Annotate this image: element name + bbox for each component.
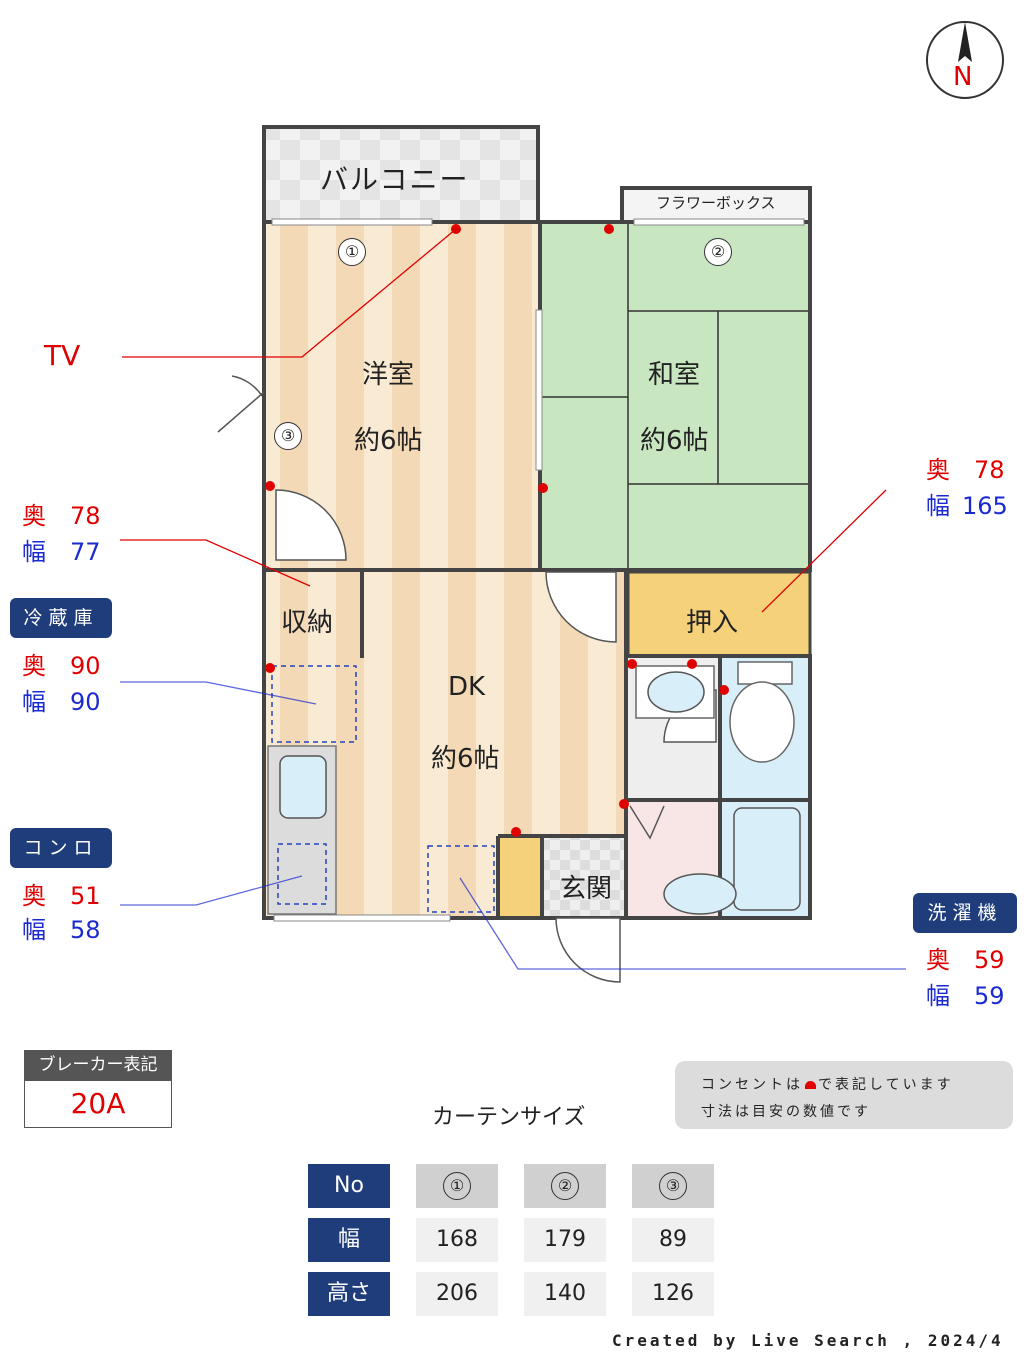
washer-tag: 洗濯機 — [913, 893, 1017, 933]
washbasin — [647, 671, 705, 713]
balcony-label: バルコニー — [320, 163, 470, 196]
curtain-width-cell: 179 — [524, 1218, 606, 1262]
western-room-size: 約6帖 — [354, 426, 423, 456]
closet-label: 押入 — [686, 608, 739, 638]
closet-depth-value: 78 — [974, 456, 1005, 484]
storage-depth-label: 奥 — [22, 502, 46, 530]
storage-depth-value: 78 — [70, 502, 101, 530]
footer-credit: Created by Live Search , 2024/4 — [612, 1331, 1004, 1350]
note-line1-a: コンセントは — [701, 1077, 803, 1093]
entrance — [544, 838, 626, 918]
storage-width-label: 幅 — [22, 538, 46, 566]
outlet-markers — [265, 224, 729, 837]
curtain-col-no: ③ — [632, 1164, 714, 1208]
note-line2: 寸法は目安の数値です — [701, 1104, 871, 1120]
curtain-col-no: ② — [524, 1164, 606, 1208]
floor-plan — [120, 21, 1004, 983]
fridge-depth-label: 奥 — [22, 652, 46, 680]
stove-tag: コンロ — [10, 828, 112, 868]
note-line1-b: で表記しています — [818, 1077, 954, 1093]
curtain-header-height: 高さ — [308, 1272, 390, 1316]
outlet-legend-icon — [805, 1081, 816, 1089]
storage-label: 収納 — [281, 608, 334, 638]
compass — [926, 21, 1004, 99]
balcony — [262, 125, 540, 224]
door-swing — [275, 489, 347, 561]
fridge-space — [271, 665, 357, 743]
curtain-height-cell: 206 — [416, 1272, 498, 1316]
stove-width-label: 幅 — [22, 916, 46, 944]
curtain-height-cell: 140 — [524, 1272, 606, 1316]
fridge-tag: 冷蔵庫 — [10, 598, 112, 638]
washer-depth-label: 奥 — [926, 946, 950, 974]
window-marker-1: ① — [338, 238, 366, 266]
washer-depth-value: 59 — [974, 946, 1005, 974]
closet-depth-label: 奥 — [926, 456, 950, 484]
curtain-header-no: No — [308, 1164, 390, 1208]
closet-width-value: 165 — [962, 492, 1008, 520]
window-marker-3: ③ — [274, 422, 302, 450]
window-marker-2: ② — [704, 238, 732, 266]
japanese-room-name: 和室 — [648, 360, 701, 390]
note-box: コンセントはで表記しています 寸法は目安の数値です — [675, 1061, 1013, 1129]
breaker-title: ブレーカー表記 — [24, 1050, 172, 1080]
dk-room-name: DK — [448, 672, 486, 702]
fridge-width-label: 幅 — [22, 688, 46, 716]
curtain-title: カーテンサイズ — [432, 1105, 586, 1130]
dk-room-size: 約6帖 — [431, 744, 500, 774]
fridge-width-value: 90 — [70, 688, 101, 716]
toilet — [729, 681, 795, 763]
washer-width-value: 59 — [974, 982, 1005, 1010]
shoe-box — [500, 838, 542, 918]
flower-box-label: フラワーボックス — [656, 194, 776, 212]
curtain-width-cell: 168 — [416, 1218, 498, 1262]
washer-width-label: 幅 — [926, 982, 950, 1010]
washer-space — [427, 845, 495, 913]
compass-needle-icon — [958, 22, 972, 62]
curtain-width-cell: 89 — [632, 1218, 714, 1262]
entrance-label: 玄関 — [560, 874, 613, 904]
japanese-room-size: 約6帖 — [640, 426, 709, 456]
bathtub — [733, 807, 801, 911]
stove-depth-label: 奥 — [22, 882, 46, 910]
tv-label: TV — [44, 339, 81, 372]
closet — [626, 570, 812, 658]
storage-width-value: 77 — [70, 538, 101, 566]
stove-depth-value: 51 — [70, 882, 101, 910]
curtain-col-no: ① — [416, 1164, 498, 1208]
curtain-header-width: 幅 — [308, 1218, 390, 1262]
closet-width-label: 幅 — [926, 492, 950, 520]
breaker-value: 20A — [24, 1080, 172, 1128]
western-room-name: 洋室 — [362, 360, 415, 390]
curtain-height-cell: 126 — [632, 1272, 714, 1316]
sink — [279, 755, 327, 819]
stove-width-value: 58 — [70, 916, 101, 944]
fridge-depth-value: 90 — [70, 652, 101, 680]
compass-north-label: N — [953, 62, 973, 92]
